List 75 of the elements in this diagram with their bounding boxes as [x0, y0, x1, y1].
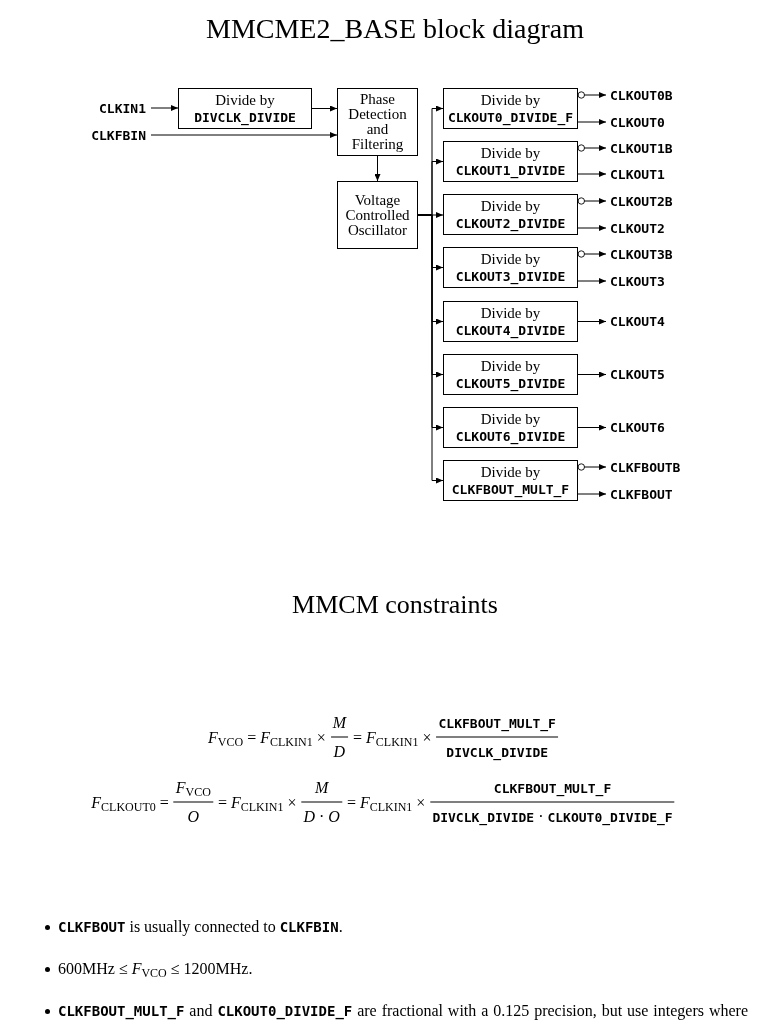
formula-text: F$_{CLKOUT0}$ = [91, 793, 169, 811]
fraction-numerator: CLKFBOUT_MULT_F [438, 715, 556, 731]
fraction-numerator: M [315, 778, 329, 796]
signal-label: CLKOUT4 [610, 312, 665, 330]
box-label: Phase Detection and Filtering [347, 92, 408, 152]
signal-label: CLKOUT6 [610, 418, 665, 436]
parameter-name: CLKOUT6_DIVIDE [455, 427, 566, 445]
inverted-output-arrow [577, 144, 607, 152]
arrow [577, 171, 607, 177]
bullet-text: CLKFBOUT_MULT_F and CLKOUT0_DIVIDE_F are fractional with a 0.125 precision, but use integers where [58, 1001, 748, 1021]
arrow [577, 119, 607, 125]
fraction-denominator: D · O [303, 807, 340, 825]
arrow [577, 318, 607, 325]
arrow [150, 105, 179, 111]
box-label: Divide by [480, 197, 541, 215]
fraction-numerator: F$_{VCO}$ [175, 778, 211, 796]
parameter-name: CLKOUT2_DIVIDE [455, 214, 566, 232]
bullet-text: CLKFBOUT is usually connected to CLKFBIN. [58, 917, 343, 937]
box-label: Divide by [480, 250, 541, 268]
fraction-denominator: DIVCLK_DIVIDE [446, 744, 549, 760]
arrow [577, 491, 607, 497]
arrow [577, 225, 607, 231]
signal-label: CLKOUT3B [610, 245, 673, 263]
section-heading: MMCM constraints [292, 589, 498, 621]
formula-text: = F$_{CLKIN1}$ × [353, 728, 432, 746]
diagram-title: MMCME2_BASE block diagram [206, 12, 584, 46]
signal-label: CLKOUT2 [610, 219, 665, 237]
signal-label: CLKFBOUTB [610, 458, 681, 476]
inverted-output-arrow [577, 197, 607, 205]
arrow [577, 278, 607, 284]
formula-text: = F$_{CLKIN1}$ × [346, 793, 426, 811]
arrow [417, 214, 444, 484]
parameter-name: CLKOUT0_DIVIDE_F [447, 108, 574, 126]
process-box [337, 88, 418, 156]
box-label: Divide by [215, 91, 275, 109]
parameter-name: CLKOUT3_DIVIDE [455, 267, 566, 285]
box-label: Divide by [480, 410, 541, 428]
signal-label: CLKOUT0 [610, 113, 665, 131]
signal-label: CLKOUT0B [610, 86, 673, 104]
signal-label: CLKIN1 [99, 99, 146, 117]
arrow [150, 132, 338, 138]
signal-label: CLKOUT1B [610, 139, 673, 157]
arrow [577, 424, 607, 431]
signal-label: CLKOUT5 [610, 365, 665, 383]
parameter-name: CLKOUT4_DIVIDE [455, 321, 566, 339]
arrow [374, 155, 381, 182]
box-label: Divide by [480, 357, 541, 375]
bullet-text: 600MHz ≤ F$_{VCO}$ ≤ 1200MHz. [58, 959, 253, 979]
parameter-name: DIVCLK_DIVIDE [194, 108, 296, 126]
fraction-denominator: D [333, 742, 346, 760]
box-label: Divide by [480, 91, 541, 109]
arrow [577, 371, 607, 378]
parameter-name: CLKFBOUT_MULT_F [451, 480, 570, 498]
signal-label: CLKOUT3 [610, 272, 665, 290]
fraction-denominator: DIVCLK_DIVIDE · CLKOUT0_DIVIDE_F [432, 807, 673, 825]
signal-label: CLKFBIN [91, 126, 146, 144]
box-label: Divide by [480, 144, 541, 162]
parameter-name: CLKOUT1_DIVIDE [455, 161, 566, 179]
signal-label: CLKOUT2B [610, 192, 673, 210]
inverted-output-arrow [577, 91, 607, 99]
box-label: Divide by [480, 463, 541, 481]
signal-label: CLKFBOUT [610, 485, 673, 503]
fraction-numerator: M [332, 713, 346, 731]
parameter-name: CLKOUT5_DIVIDE [455, 374, 566, 392]
formula-text: = F$_{CLKIN1}$ × [217, 793, 297, 811]
arrow [311, 105, 338, 112]
fraction-numerator: CLKFBOUT_MULT_F [493, 780, 612, 796]
fraction-denominator: O [187, 807, 200, 825]
box-label: Divide by [480, 304, 541, 322]
signal-label: CLKOUT1 [610, 165, 665, 183]
inverted-output-arrow [577, 250, 607, 258]
formula-text: F$_{VCO}$ = F$_{CLKIN1}$ × [208, 728, 326, 746]
process-box [337, 181, 418, 249]
inverted-output-arrow [577, 463, 607, 471]
box-label: Voltage Controlled Oscillator [344, 192, 411, 238]
